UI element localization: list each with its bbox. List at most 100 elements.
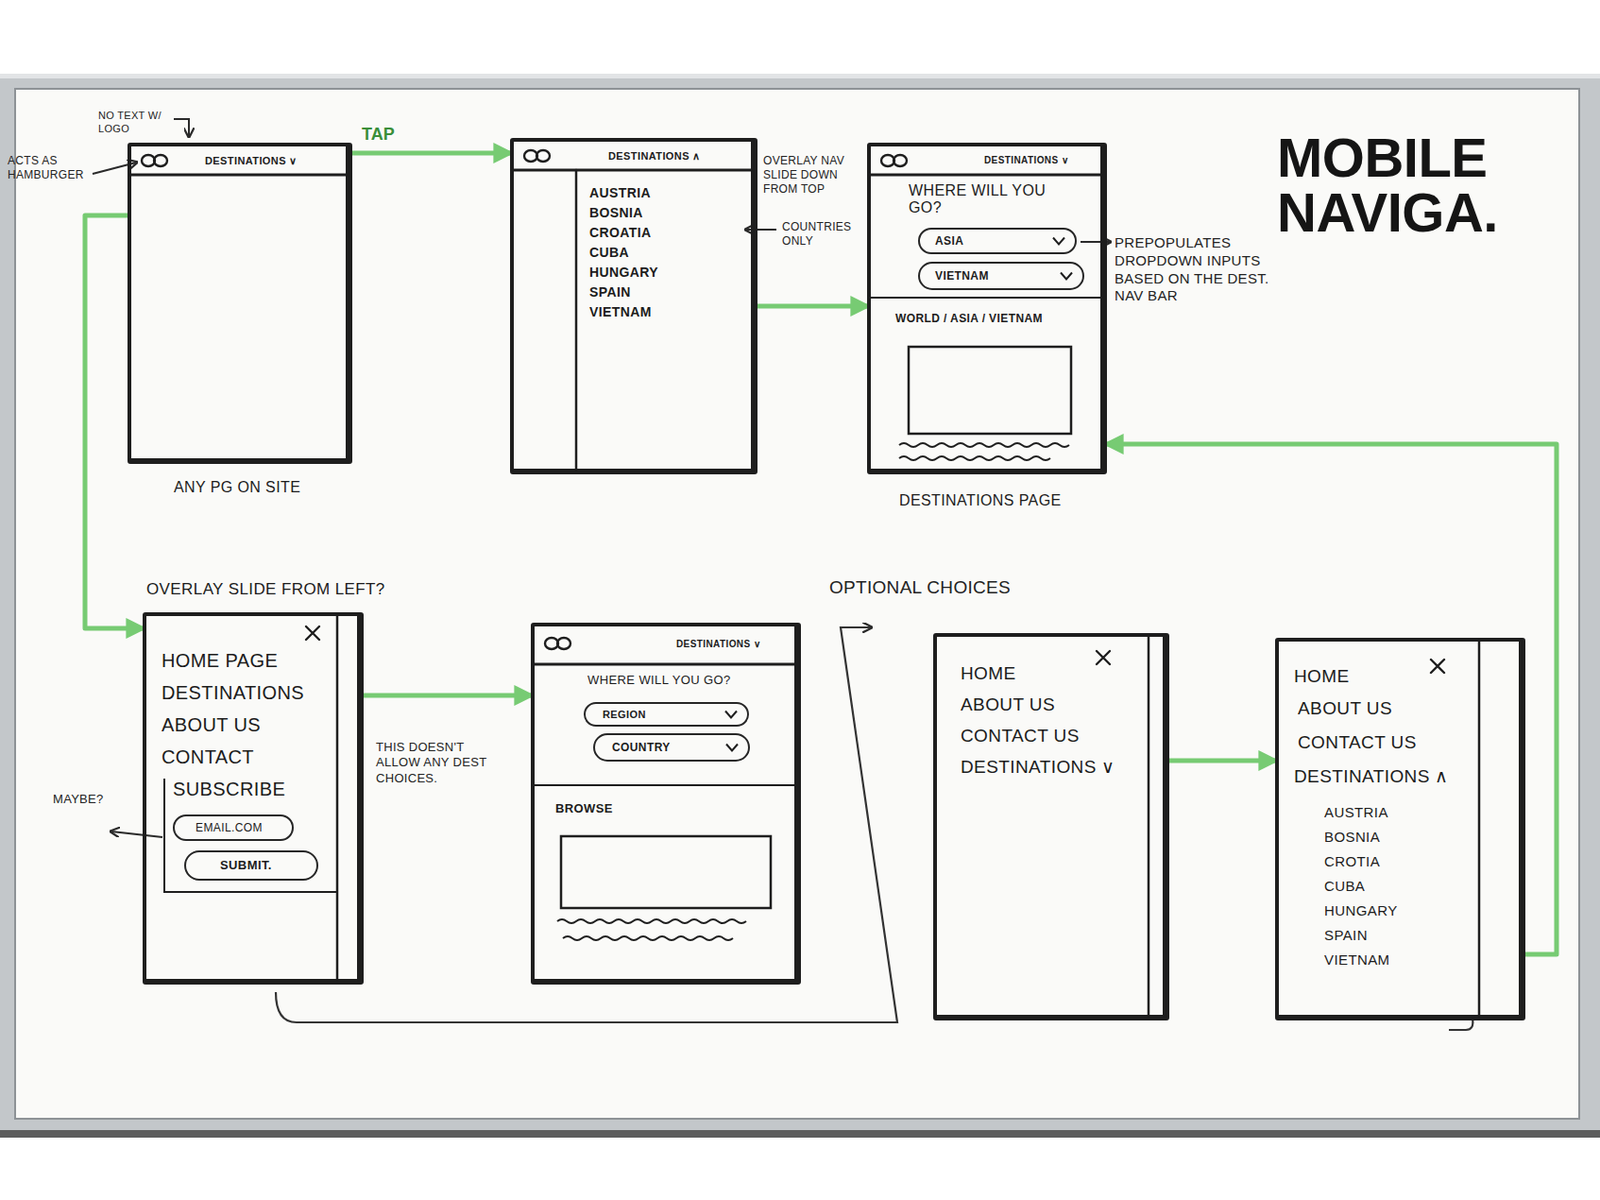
phone-screen: DESTINATIONS ∧AUSTRIABOSNIACROATIACUBAHU…: [510, 137, 758, 475]
screen-text: ABOUT US: [1297, 697, 1393, 719]
screen-text: SPAIN: [1324, 926, 1368, 943]
screen-text: DESTINATIONS ∨: [960, 756, 1116, 778]
board-frame: [0, 73, 1600, 1134]
screen-text: HOME PAGE: [161, 649, 278, 672]
logo-icon: [153, 154, 168, 167]
text-squiggle: [899, 456, 1051, 460]
screen-text: CROATIA: [589, 224, 652, 240]
screen-text: ASIA: [935, 235, 964, 249]
screen-text: HOME: [960, 663, 1017, 684]
board-surface: [15, 88, 1580, 1119]
leader-arrow: [111, 831, 163, 837]
annotation: NO TEXT W/ LOGO: [98, 109, 176, 137]
screen-text: DESTINATIONS ∧: [608, 150, 701, 163]
flow-arrow: [352, 151, 511, 156]
dropdown-field: VIETNAM: [918, 261, 1085, 290]
screen-sketch: [1278, 641, 1519, 1015]
screen-sketch: [131, 146, 346, 459]
screen-text: VIETNAM: [589, 304, 652, 320]
screen-text: CONTACT: [161, 746, 255, 768]
flow-arrow: [1169, 758, 1276, 764]
screen-text: WORLD / ASIA / VIETNAM: [895, 312, 1043, 326]
screen-text: SUBMIT.: [220, 858, 273, 873]
logo-icon: [893, 154, 907, 167]
close-icon: [1096, 650, 1110, 664]
bracket-line: [275, 627, 898, 1022]
annotation: OVERLAY NAV SLIDE DOWN FROM TOP: [763, 153, 864, 197]
screen-text: COUNTRY: [612, 741, 671, 755]
annotation: ACTS AS HAMBURGER: [7, 153, 93, 183]
screen-text: DESTINATIONS ∧: [1293, 765, 1449, 787]
sketch-line: [1147, 636, 1151, 1015]
frame-highlight: [0, 73, 1600, 79]
flow-arrow: [85, 215, 143, 629]
dropdown-chevron: [1053, 238, 1065, 245]
menu-overlay: EMAIL.COMSUBMIT.OVERLAY SLIDE FROM LEFT?…: [142, 612, 364, 985]
edge-label: TAP: [359, 124, 397, 145]
sketch-line: [131, 173, 346, 177]
sketch-line: [870, 296, 1101, 299]
screen-text: DESTINATIONS ∨: [204, 154, 298, 168]
annotation: COUNTRIES ONLY: [782, 220, 866, 249]
sketch-line: [336, 615, 340, 979]
dropdown-chevron: [725, 711, 737, 718]
sketch-line: [534, 663, 795, 666]
phone-screen: DESTINATIONS ∨ANY PG ON SITE: [127, 142, 353, 464]
phone-screen: ASIAVIETNAMDESTINATIONS ∨WHERE WILL YOU …: [867, 142, 1107, 475]
sketch-line: [575, 170, 579, 469]
screen-text: ABOUT US: [960, 694, 1056, 715]
screen-text: REGION: [602, 708, 647, 721]
logo-icon: [557, 637, 571, 649]
text-squiggle: [562, 936, 733, 940]
annotation: PREPOPULATES DROPDOWN INPUTS BASED ON TH…: [1114, 234, 1274, 306]
screen-text: HOME: [1293, 665, 1350, 687]
screen-text: VIETNAM: [1324, 951, 1390, 968]
screen-text: AUSTRIA: [1324, 803, 1389, 820]
screen-text: DESTINATIONS ∨: [676, 638, 761, 650]
sketch-line: [513, 169, 751, 172]
sketch-line: [870, 173, 1101, 177]
screen-text: WHERE WILL YOU GO?: [908, 182, 1070, 218]
board-shadow: [0, 1129, 1600, 1138]
text-squiggle: [899, 442, 1070, 447]
screen-text: BROWSE: [555, 801, 613, 817]
dropdown-field: REGION: [583, 701, 749, 727]
screen-text: CUBA: [1324, 877, 1365, 894]
input-field: EMAIL.COM: [172, 814, 294, 841]
connector-layer: [85, 153, 1557, 954]
screen-caption: OVERLAY SLIDE FROM LEFT?: [146, 579, 386, 599]
leader-arrow: [173, 119, 189, 137]
phone-screen: REGIONCOUNTRYDESTINATIONS ∨WHERE WILL YO…: [530, 622, 801, 985]
screen-text: CUBA: [589, 244, 630, 260]
screen-caption: DESTINATIONS PAGE: [899, 492, 1062, 510]
screen-sketch: [936, 636, 1163, 1015]
screen-text: VIETNAM: [935, 270, 989, 284]
flow-arrow: [363, 693, 531, 698]
image-placeholder: [908, 346, 1072, 434]
board-title: MOBILE NAVIGA.: [1276, 130, 1561, 240]
screen-text: EMAIL.COM: [195, 821, 263, 835]
sketch-line: [534, 783, 795, 786]
screen-text: SUBSCRIBE: [172, 778, 286, 800]
sketch-line: [1478, 641, 1481, 1015]
screen-text: HUNGARY: [589, 264, 659, 280]
screen-text: ABOUT US: [161, 714, 261, 736]
screen-text: DESTINATIONS: [161, 681, 305, 704]
annotation: MAYBE?: [52, 791, 104, 807]
submit-button: SUBMIT.: [184, 850, 319, 881]
dropdown-chevron: [726, 744, 738, 751]
screen-caption: ANY PG ON SITE: [173, 478, 301, 496]
menu-overlay: HOMEABOUT USCONTACT USDESTINATIONS ∧AUST…: [1275, 637, 1526, 1021]
screen-text: CONTACT US: [960, 725, 1080, 747]
close-icon: [1430, 659, 1445, 673]
logo-icon: [536, 150, 550, 162]
menu-overlay: HOME ABOUT US CONTACT US DESTINATIONS ∨: [933, 632, 1170, 1021]
annotation: OPTIONAL CHOICES: [829, 576, 1011, 599]
annotation: THIS DOESN'T ALLOW ANY DEST CHOICES.: [375, 739, 499, 786]
dropdown-field: ASIA: [918, 227, 1077, 255]
flow-arrow: [757, 304, 868, 309]
bracket-line: [164, 778, 338, 892]
screen-text: CROTIA: [1324, 852, 1380, 869]
screen-text: BOSNIA: [1324, 828, 1380, 845]
screen-text: BOSNIA: [589, 204, 644, 221]
